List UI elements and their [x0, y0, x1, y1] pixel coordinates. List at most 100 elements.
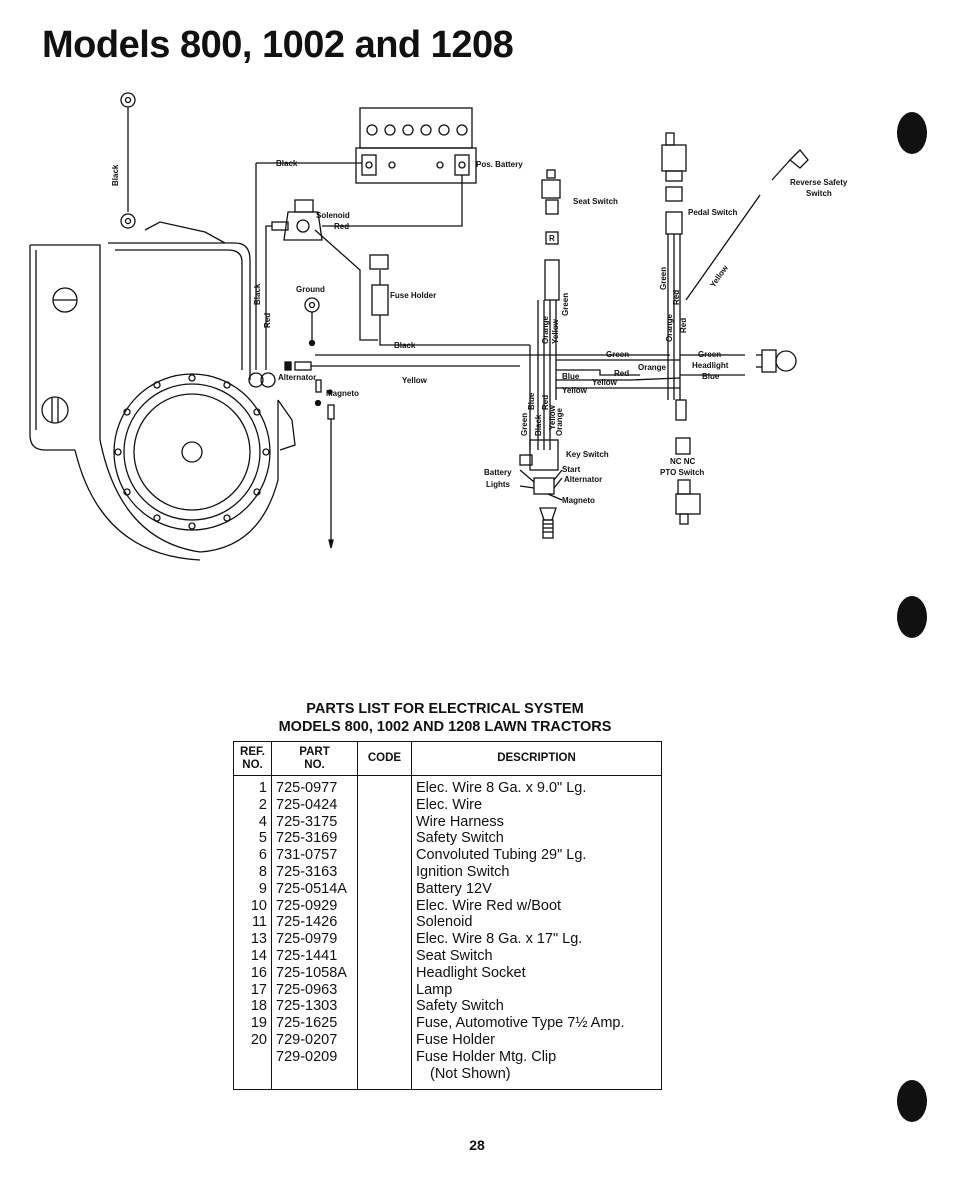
- ref-cell: 14: [250, 947, 267, 964]
- part-cell: 725-1303: [276, 998, 338, 1015]
- label-ground: Ground: [296, 285, 325, 294]
- label-reverse-safety: Reverse Safety: [790, 178, 848, 187]
- page-number: 28: [469, 1137, 485, 1153]
- battery-icon: [355, 107, 477, 184]
- seat-switch-icon: [541, 169, 561, 301]
- label-solenoid: Solenoid: [316, 211, 350, 220]
- parts-table-header: REF. NO. PART NO. CODE DESCRIPTION: [233, 741, 662, 776]
- part-cell: 725-0929: [276, 897, 338, 914]
- ref-cell: 1: [258, 780, 267, 796]
- label-blue-harness: Blue: [562, 372, 580, 381]
- col-ref-line2: NO.: [242, 758, 263, 771]
- label-right-red: Red: [672, 290, 681, 305]
- ref-column: 1 2 4 5 6 8 9 10 11 13 14 16 17 18 19 20: [233, 775, 272, 1090]
- ref-cell: 9: [258, 880, 267, 897]
- label-harness-yellow: Yellow: [551, 318, 560, 344]
- description-cell: Elec. Wire Red w/Boot: [416, 897, 562, 914]
- ref-cell: 13: [250, 931, 267, 948]
- binder-hole-middle: [897, 596, 927, 638]
- label-headlight: Headlight: [692, 361, 729, 370]
- label-black-vertical: Black: [253, 283, 262, 305]
- table-body: 1 2 4 5 6 8 9 10 11 13 14 16 17 18 19 20…: [233, 775, 662, 1090]
- label-yellow-diag: Yellow: [708, 263, 730, 289]
- label-harness-green: Green: [561, 293, 570, 316]
- pedal-switch-icon: [661, 132, 687, 235]
- label-magneto-key: Magneto: [562, 496, 595, 505]
- description-cell: Seat Switch: [416, 947, 493, 964]
- label-start: Start: [562, 465, 581, 474]
- label-seat-switch: Seat Switch: [573, 197, 618, 206]
- label-ks-red: Red: [541, 395, 550, 410]
- description-column: Elec. Wire 8 Ga. x 9.0" Lg. Elec. Wire W…: [411, 775, 662, 1090]
- ref-cell: 20: [250, 1031, 267, 1048]
- description-cell: Safety Switch: [416, 998, 504, 1015]
- part-cell: 725-3169: [276, 830, 338, 847]
- label-blue-headlight: Blue: [702, 372, 720, 381]
- description-cell: Elec. Wire 8 Ga. x 17" Lg.: [416, 931, 583, 948]
- binder-hole-bottom: [897, 1080, 927, 1122]
- description-cell: Elec. Wire 8 Ga. x 9.0" Lg.: [416, 780, 587, 796]
- col-description: DESCRIPTION: [411, 741, 662, 776]
- part-cell: 729-0207: [276, 1031, 338, 1048]
- label-pto-switch: PTO Switch: [660, 468, 704, 477]
- part-cell: 731-0757: [276, 847, 338, 864]
- part-cell: 725-0963: [276, 981, 338, 998]
- ref-cell: 8: [258, 863, 267, 880]
- wiring-diagram: Black Black Pos. Battery Solenoid Red Se…: [29, 92, 848, 561]
- label-green-headlight: Green: [698, 350, 721, 359]
- label-ks-blue: Blue: [527, 392, 536, 410]
- label-fuse-holder: Fuse Holder: [390, 291, 436, 300]
- part-column: 725-0977 725-0424 725-3175 725-3169 731-…: [271, 775, 358, 1090]
- label-right-red2: Red: [679, 318, 688, 333]
- label-right-orange: Orange: [665, 313, 674, 342]
- description-cell: (Not Shown): [430, 1065, 511, 1082]
- label-green-harness: Green: [606, 350, 629, 359]
- label-yellow-alt: Yellow: [402, 376, 428, 385]
- label-alternator: Alternator: [278, 373, 316, 382]
- ref-cell: 2: [258, 796, 267, 813]
- parts-list-heading: PARTS LIST FOR ELECTRICAL SYSTEM MODELS …: [230, 700, 660, 736]
- description-cell: Headlight Socket: [416, 964, 526, 981]
- label-magneto: Magneto: [326, 389, 359, 398]
- ref-cell: 18: [250, 998, 267, 1015]
- key-switch-icon: [519, 439, 559, 539]
- description-cell: Solenoid: [416, 914, 473, 931]
- description-cell: Safety Switch: [416, 830, 504, 847]
- col-part-line1: PART: [299, 745, 330, 758]
- label-lights: Lights: [486, 480, 511, 489]
- description-cell: Fuse Holder Mtg. Clip: [416, 1048, 557, 1065]
- col-ref-no: REF. NO.: [233, 741, 272, 776]
- label-black-top: Black: [111, 164, 120, 186]
- label-nc-nc: NC NC: [670, 457, 696, 466]
- label-ks-orange: Orange: [555, 407, 564, 436]
- description-cell: Convoluted Tubing 29" Lg.: [416, 847, 587, 864]
- ref-cell: 11: [251, 914, 267, 931]
- ref-cell: 19: [250, 1015, 267, 1032]
- part-cell: 725-0424: [276, 796, 338, 813]
- part-cell: 725-1426: [276, 914, 338, 931]
- pto-switch-icon: [675, 399, 701, 525]
- description-cell: Ignition Switch: [416, 863, 510, 880]
- part-cell: 725-3175: [276, 813, 338, 830]
- label-ks-yellow: Yellow: [548, 404, 557, 430]
- label-harness-orange: Orange: [541, 315, 550, 344]
- description-cell: Lamp: [416, 981, 453, 998]
- ref-cell: 6: [258, 847, 267, 864]
- label-battery: Battery: [484, 468, 512, 477]
- part-cell: 725-3163: [276, 863, 338, 880]
- label-alternator-key: Alternator: [564, 475, 602, 484]
- label-yellow-harness: Yellow: [592, 378, 618, 387]
- label-ks-green: Green: [520, 413, 529, 436]
- description-cell: Elec. Wire: [416, 796, 483, 813]
- binder-hole-top: [897, 112, 927, 154]
- description-cell: Fuse Holder: [416, 1031, 495, 1048]
- label-key-switch: Key Switch: [566, 450, 609, 459]
- label-ks-black: Black: [534, 414, 543, 436]
- label-red-harness: Red: [614, 369, 629, 378]
- ring-terminal-top: [120, 92, 136, 108]
- col-part-no: PART NO.: [271, 741, 358, 776]
- code-column: [357, 775, 412, 1090]
- label-red-solenoid: Red: [334, 222, 349, 231]
- parts-list-heading-line1: PARTS LIST FOR ELECTRICAL SYSTEM: [306, 701, 584, 717]
- label-black-battery: Black: [276, 159, 298, 168]
